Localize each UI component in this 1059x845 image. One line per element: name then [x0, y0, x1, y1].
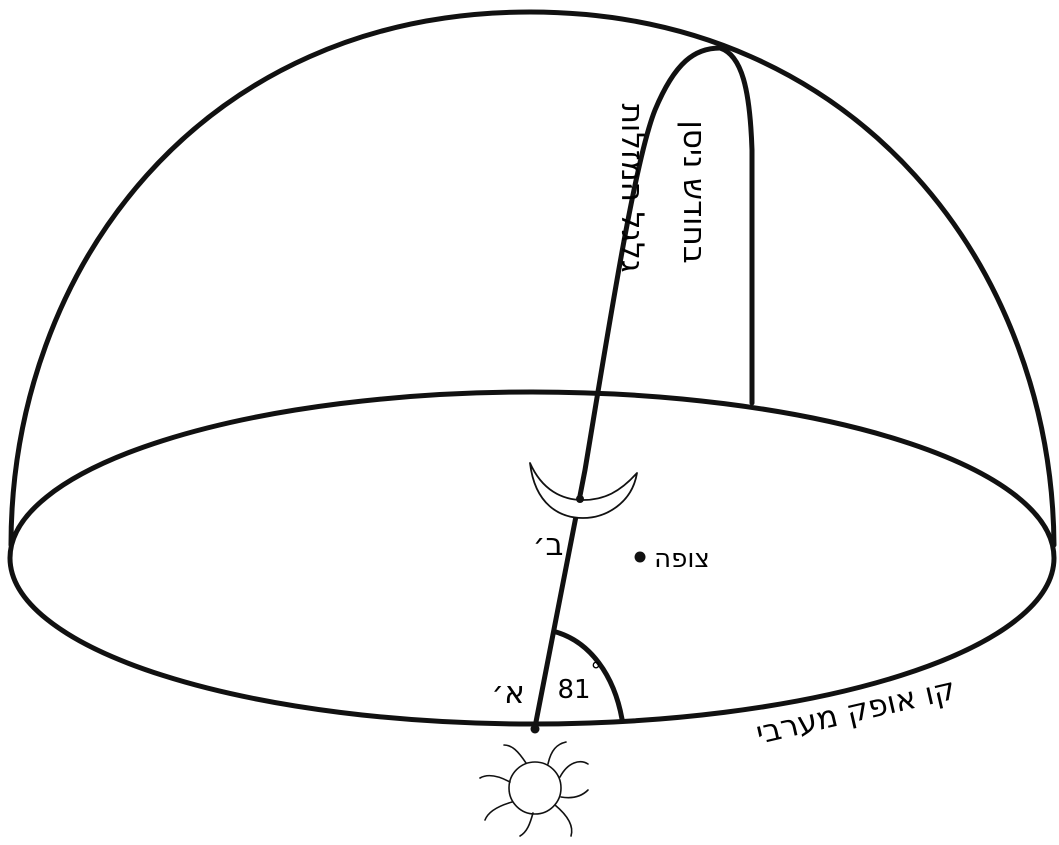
observer-label: צופה: [654, 544, 710, 574]
nisan-path-label: בחודש ניסן: [676, 120, 712, 263]
sun-horizon-point: [530, 724, 540, 734]
sun-icon: [479, 741, 589, 837]
dome-outline: [8, 9, 1057, 548]
moon-crescent-icon: [529, 462, 638, 519]
moon-point-marker: [576, 495, 584, 503]
nisan-path-arc: [717, 45, 755, 406]
point-b-label: ב׳: [533, 527, 564, 563]
ecliptic-label: גלגל המזלות: [614, 103, 650, 272]
angle-arc: [553, 629, 625, 722]
degree-mark: °: [591, 659, 602, 684]
point-a-label: א׳: [491, 675, 525, 711]
angle-value-label: 81: [557, 675, 590, 705]
horizon-ellipse: [7, 389, 1057, 727]
ecliptic-line: [532, 45, 723, 730]
horizon-label: קו אופק מערבי: [753, 671, 959, 752]
observer-dot: [634, 551, 646, 563]
